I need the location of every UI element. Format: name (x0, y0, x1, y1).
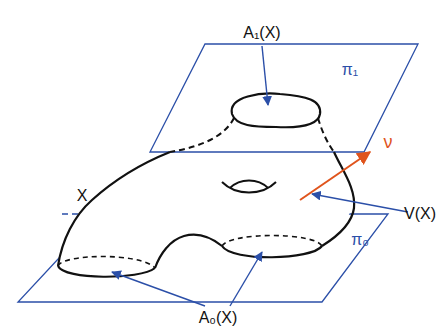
surface-label: X (77, 188, 88, 204)
boundary-curve-bottom (222, 246, 322, 257)
boundary-label: A₁(X) (243, 25, 280, 41)
surface-outline (155, 235, 222, 268)
normal-symbol: ν (384, 133, 393, 151)
plane-label: π₁ (342, 62, 358, 78)
plane-pi1 (150, 44, 418, 152)
leader-arrow (112, 272, 205, 306)
handle-hole (230, 181, 268, 189)
leader-arrow (230, 252, 262, 306)
surface-outline (58, 152, 170, 266)
hidden-surface-edge (318, 118, 334, 152)
boundary-curve-bottom (58, 266, 155, 277)
leader-arrow (262, 46, 268, 105)
region-label: V(X) (404, 206, 436, 222)
boundary-curve-bottom-hidden (222, 236, 322, 247)
boundary-curve-bottom-hidden (58, 257, 155, 269)
boundary-curve-top (232, 94, 320, 128)
leader-arrow (312, 194, 408, 212)
boundary-label: A₀(X) (199, 310, 238, 326)
normal-vector (300, 152, 370, 200)
plane-label: π₀ (351, 232, 369, 248)
hidden-surface-edge (170, 118, 234, 152)
